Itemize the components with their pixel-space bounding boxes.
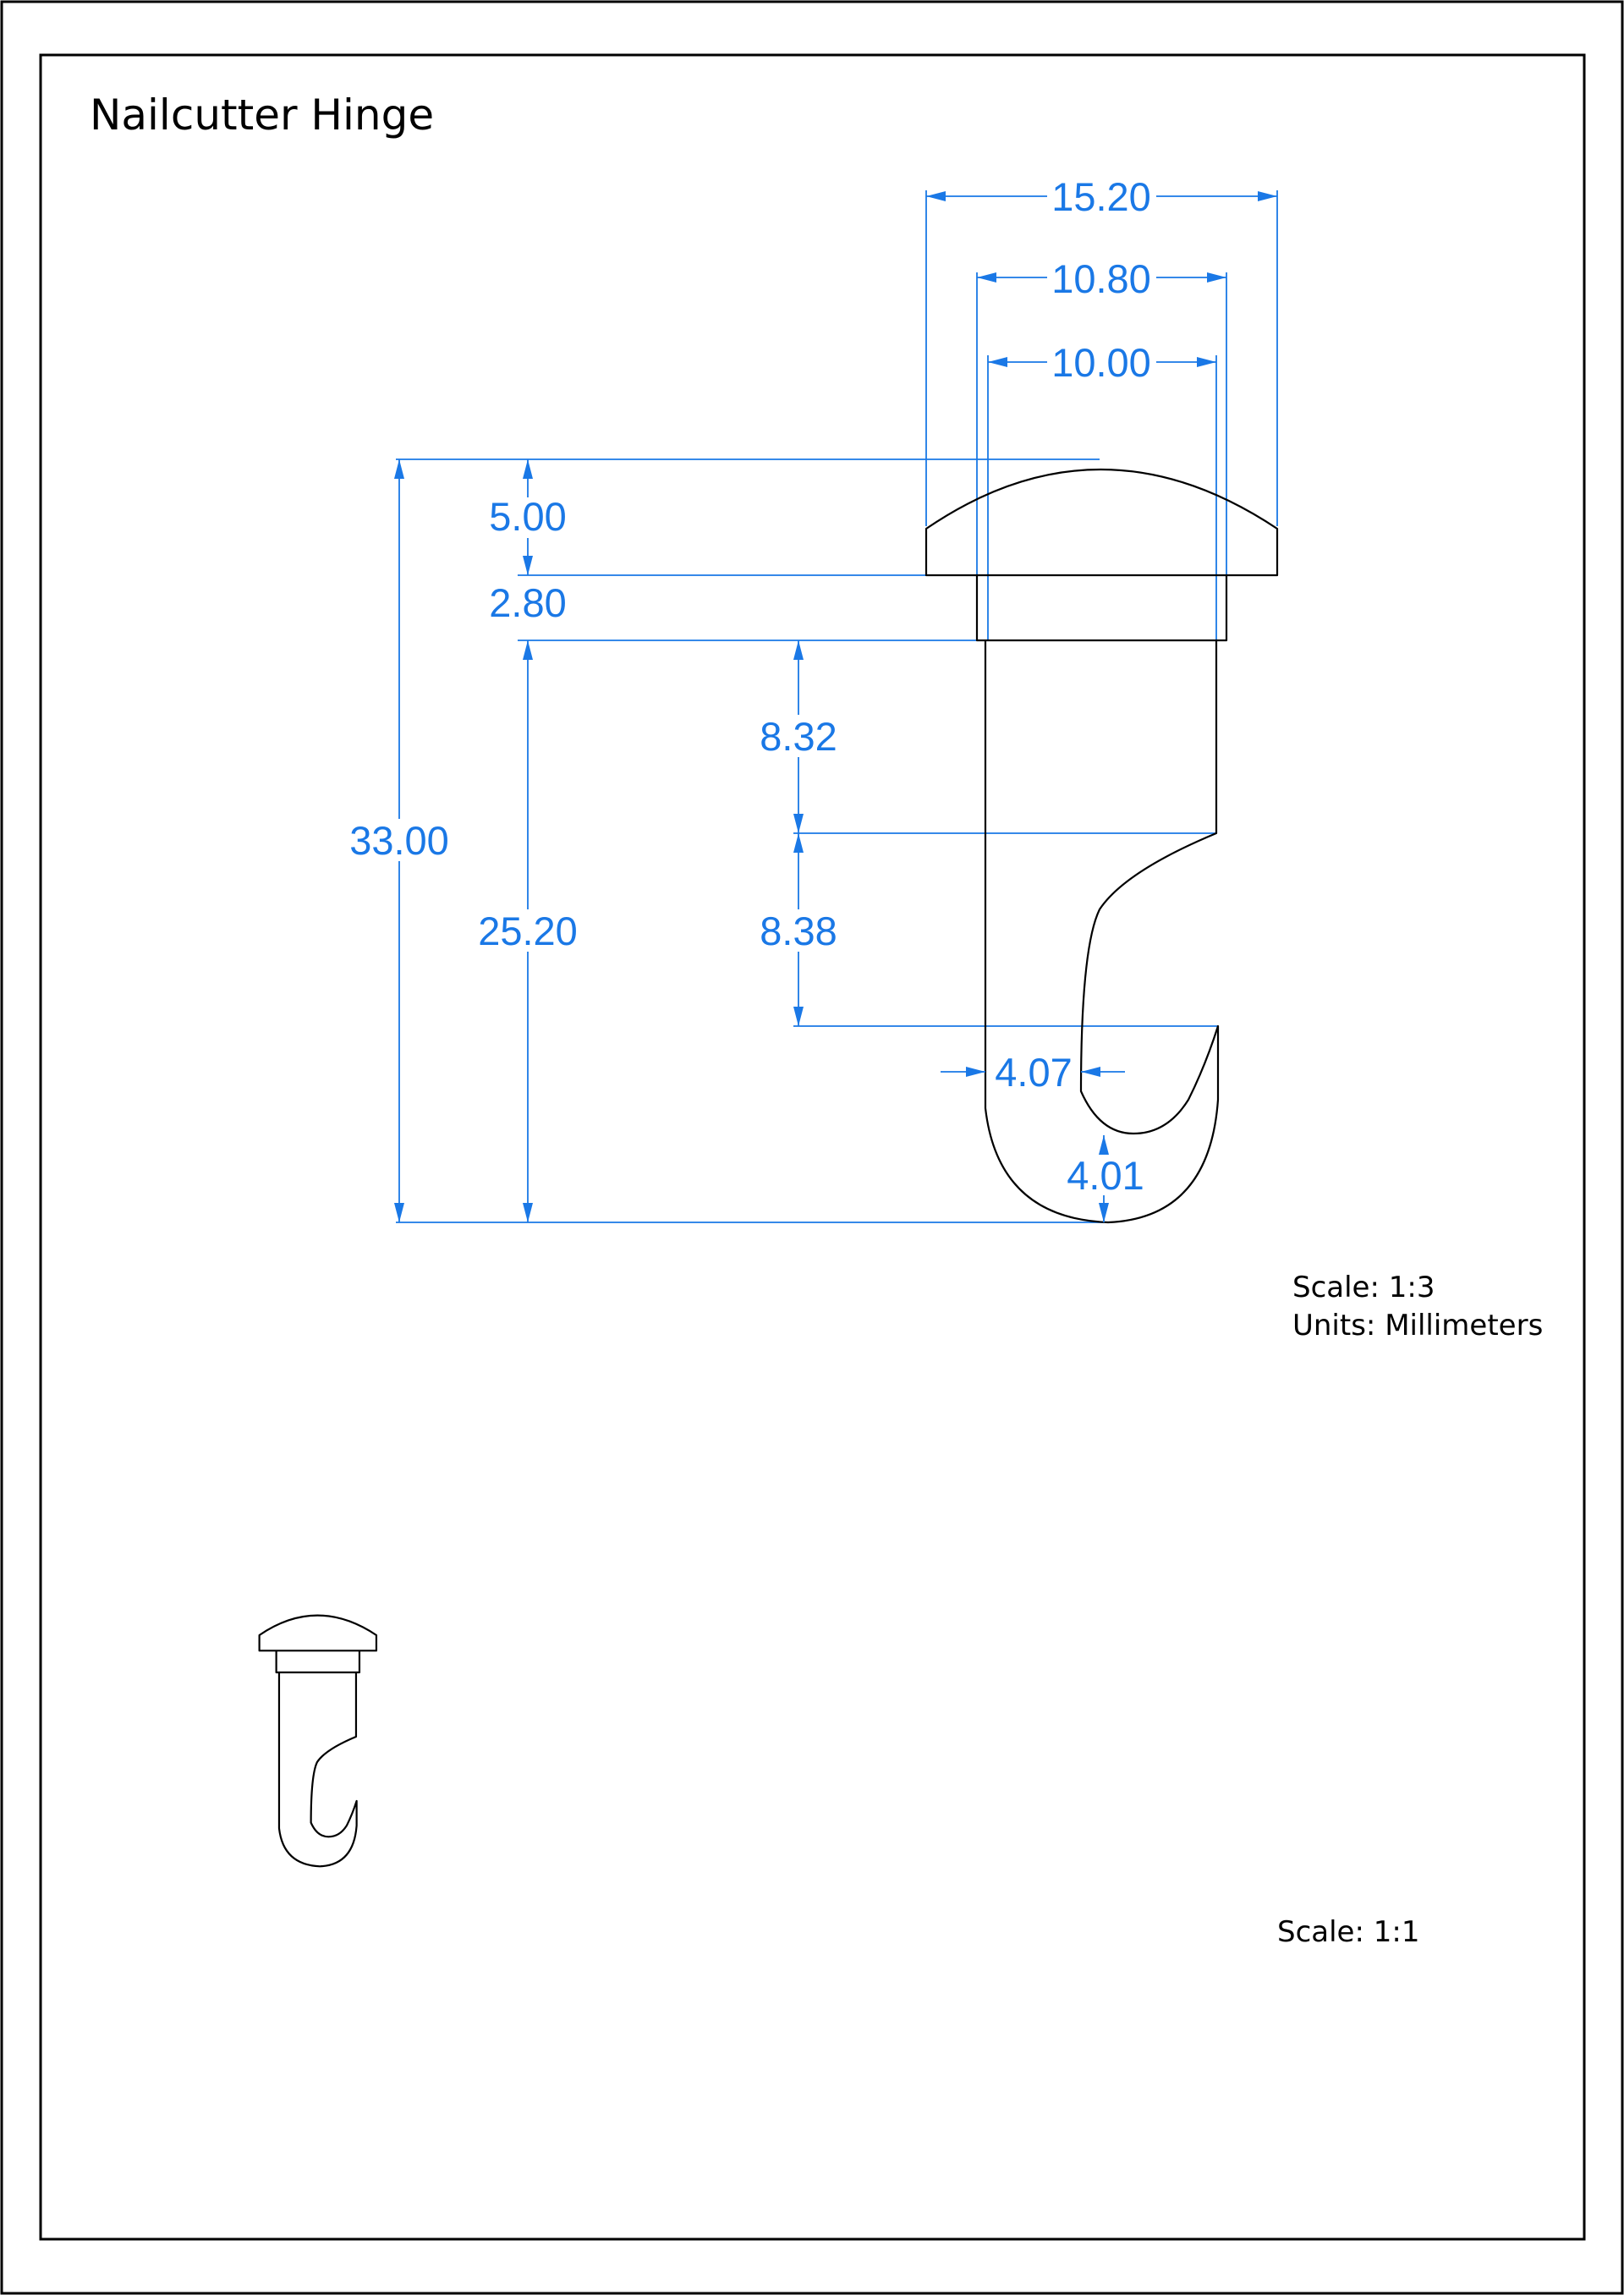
dim-label-hook-bottom-thickness: 4.01 bbox=[1067, 1153, 1144, 1198]
dim-label-head-width: 15.20 bbox=[1051, 174, 1151, 219]
hinge-detail-view: 15.20 10.80 10.00 33.00 bbox=[347, 174, 1279, 1224]
dim-label-hook-gap-width: 4.07 bbox=[995, 1050, 1072, 1095]
dim-label-head-height: 5.00 bbox=[489, 494, 566, 539]
dimension-shank-width: 10.00 bbox=[988, 340, 1216, 385]
dim-label-total-height: 33.00 bbox=[349, 818, 449, 863]
dimension-total-height: 33.00 bbox=[347, 459, 452, 1222]
dim-label-shank-width: 10.00 bbox=[1051, 340, 1151, 385]
detail-scale-note: Scale: 1:3 bbox=[1292, 1271, 1435, 1304]
dimension-hook-gap-width: 4.07 bbox=[941, 1050, 1125, 1095]
dim-label-shank-upper: 8.32 bbox=[760, 714, 837, 759]
dimension-hook-opening: 8.38 bbox=[751, 833, 846, 1026]
actual-scale-note: Scale: 1:1 bbox=[1277, 1915, 1419, 1949]
dimension-shank-height: 25.20 bbox=[472, 640, 584, 1222]
dimension-head-width: 15.20 bbox=[926, 174, 1277, 219]
dimension-hook-bottom-thickness: 4.01 bbox=[1059, 1135, 1149, 1222]
dim-label-collar-width: 10.80 bbox=[1051, 256, 1151, 301]
dim-label-collar-height: 2.80 bbox=[489, 580, 566, 625]
dimension-head-height: 5.00 bbox=[484, 459, 572, 575]
hinge-actual-size-view bbox=[258, 1614, 378, 1868]
hinge-outline-detail bbox=[924, 468, 1279, 1224]
hinge-outline-actual bbox=[258, 1614, 378, 1868]
dimension-shank-upper: 8.32 bbox=[751, 640, 846, 833]
inner-frame bbox=[39, 53, 1586, 2241]
dimension-collar-width: 10.80 bbox=[977, 256, 1226, 301]
dim-label-hook-opening: 8.38 bbox=[760, 909, 837, 953]
drawing-title: Nailcutter Hinge bbox=[90, 91, 434, 140]
dim-label-shank-height: 25.20 bbox=[478, 909, 578, 953]
detail-units-note: Units: Millimeters bbox=[1292, 1309, 1543, 1342]
extension-lines bbox=[396, 190, 1278, 1223]
